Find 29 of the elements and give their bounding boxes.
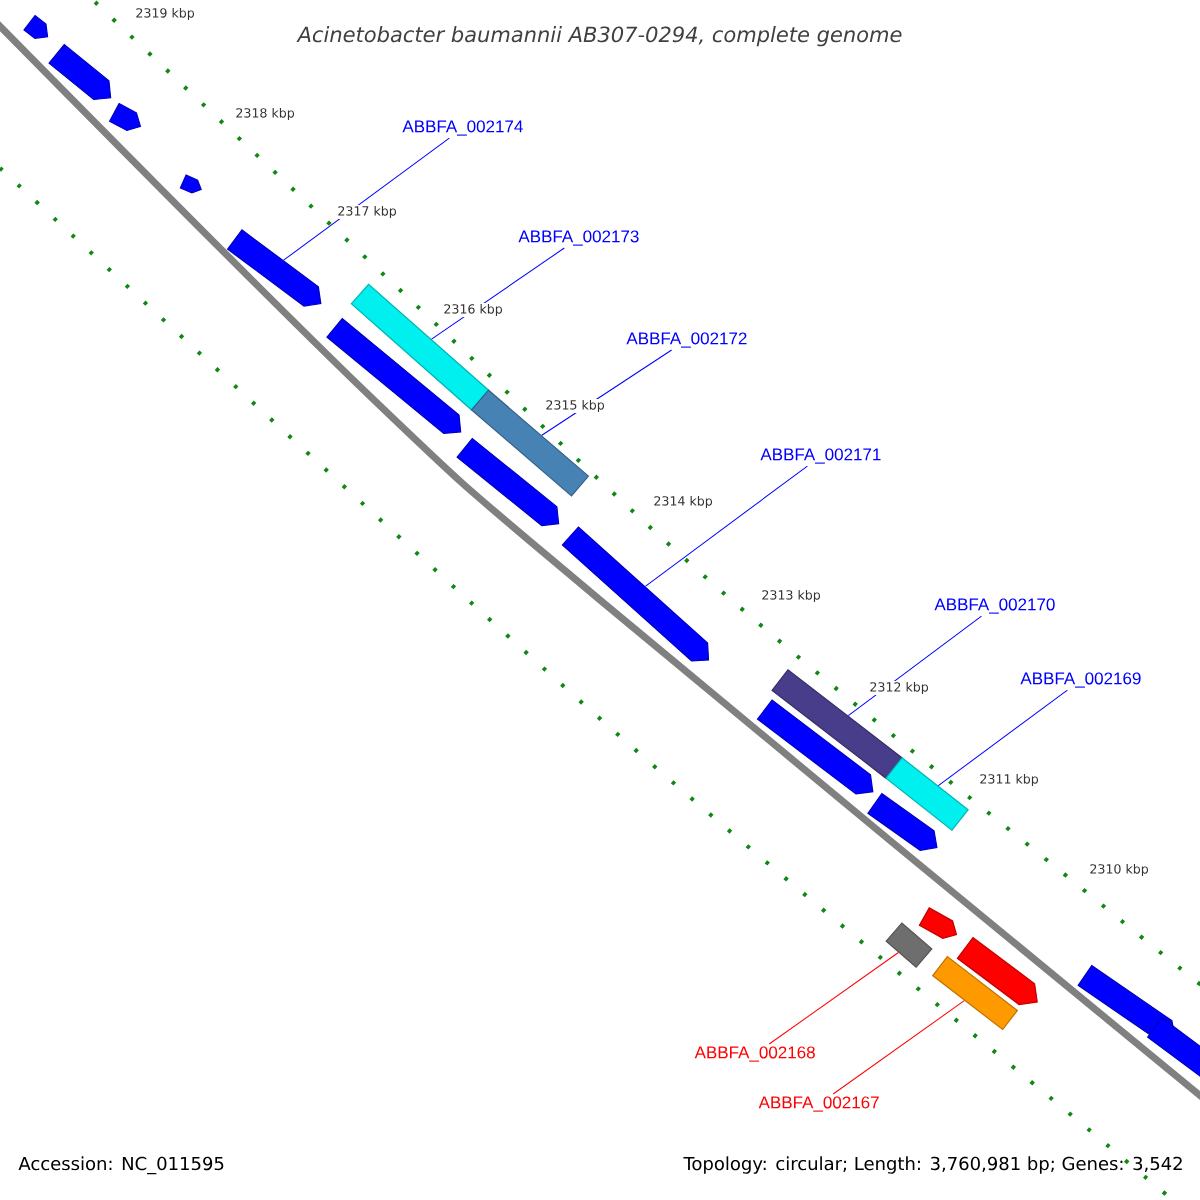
- gene-label: ABBFA_002173: [518, 230, 639, 246]
- gene-block: [23, 14, 49, 39]
- genome-info-text: Topology: circular; Length: 3,760,981 bp; Genes: 3,542: [683, 1156, 1182, 1174]
- gene-label: ABBFA_002171: [760, 448, 881, 464]
- leader-line: [644, 465, 808, 587]
- gene-block: [226, 229, 322, 307]
- gene-bar: [885, 922, 933, 968]
- gene-block: [108, 102, 142, 132]
- gene-block: [956, 936, 1038, 1006]
- gene-block: [756, 699, 874, 795]
- gene-block: [867, 792, 938, 851]
- leader-line: [937, 689, 1068, 787]
- gene-block: [561, 526, 710, 662]
- gene-label: ABBFA_002168: [694, 1046, 815, 1062]
- leader-line: [768, 952, 899, 1045]
- gene-label: ABBFA_002172: [626, 332, 747, 348]
- map-title: Acinetobacter baumannii AB307-0294, complete genome: [296, 26, 902, 47]
- gene-label: ABBFA_002170: [934, 598, 1055, 614]
- gene-label: ABBFA_002167: [758, 1096, 879, 1112]
- accession-text: Accession: NC_011595: [18, 1156, 224, 1175]
- gene-block: [179, 174, 202, 194]
- gene-block: [1146, 1017, 1200, 1083]
- gene-block: [456, 437, 560, 527]
- leader-line: [832, 1000, 965, 1095]
- leader-line: [283, 137, 450, 261]
- gene-label: ABBFA_002174: [402, 120, 523, 136]
- gene-block: [48, 43, 112, 101]
- gene-label: ABBFA_002169: [1020, 672, 1141, 688]
- gene-block: [326, 317, 462, 435]
